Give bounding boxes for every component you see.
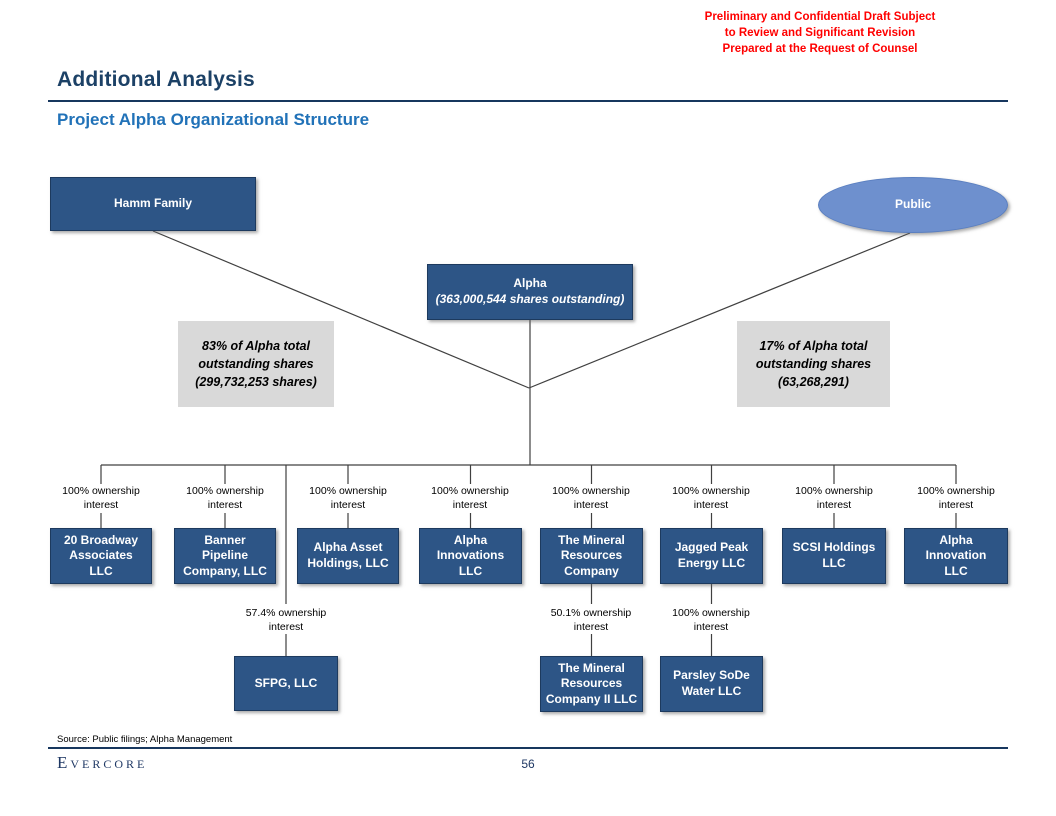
ownership-label: 100% ownership interest (917, 485, 995, 512)
ownership-label: 100% ownership interest (672, 485, 750, 512)
node-label: SCSI Holdings LLC (792, 540, 876, 570)
ownership-label: 100% ownership interest (672, 607, 750, 634)
node-label: Alpha Asset Holdings, LLC (307, 540, 389, 570)
title-divider (48, 100, 1008, 102)
ownership-label: 100% ownership interest (795, 485, 873, 512)
node-label: The Mineral Resources Company II LLC (545, 660, 638, 706)
source-note: Source: Public filings; Alpha Management (57, 734, 233, 745)
ownership-label: 100% ownership interest (186, 485, 264, 512)
node-alpha-innovation-llc: Alpha Innovation LLC (904, 528, 1008, 584)
node-label: Alpha (513, 276, 547, 291)
node-label: SFPG, LLC (254, 675, 318, 690)
node-label: Parsley SoDe Water LLC (673, 668, 750, 698)
note-hamm-ownership: 83% of Alpha total outstanding shares (2… (178, 321, 334, 407)
ownership-label: 100% ownership interest (62, 485, 140, 512)
node-banner-pipeline-company-llc: Banner Pipeline Company, LLC (174, 528, 276, 584)
note-public-ownership: 17% of Alpha total outstanding shares (6… (737, 321, 890, 407)
evercore-logo: Evercore (57, 753, 148, 772)
node-label: Banner Pipeline Company, LLC (183, 532, 267, 578)
node-alpha-asset-holdings-llc: Alpha Asset Holdings, LLC (297, 528, 399, 584)
node-public: Public (818, 177, 1008, 233)
node-jagged-peak-energy-llc: Jagged Peak Energy LLC (660, 528, 763, 584)
node-the-mineral-resources-company-ii-llc: The Mineral Resources Company II LLC (540, 656, 643, 712)
page-number: 56 (521, 757, 535, 771)
confidentiality-disclaimer: Preliminary and Confidential Draft Subje… (704, 11, 936, 55)
ownership-label: 57.4% ownership interest (245, 607, 327, 634)
node-20-broadway-associates-llc: 20 Broadway Associates LLC (50, 528, 152, 584)
node-label: Alpha Innovations LLC (436, 532, 505, 578)
node-label: 20 Broadway Associates LLC (63, 532, 139, 578)
node-label: Jagged Peak Energy LLC (674, 540, 749, 570)
node-hamm-family: Hamm Family (50, 177, 256, 231)
node-scsi-holdings-llc: SCSI Holdings LLC (782, 528, 886, 584)
node-label: Hamm Family (113, 196, 193, 211)
node-parsley-sode-water-llc: Parsley SoDe Water LLC (660, 656, 763, 712)
alpha-shares-outstanding: (363,000,544 shares outstanding) (435, 292, 625, 306)
node-label: Public (894, 197, 931, 212)
node-alpha-innovations-llc: Alpha Innovations LLC (419, 528, 522, 584)
ownership-label: 100% ownership interest (309, 485, 387, 512)
node-label: The Mineral Resources Company (558, 532, 625, 578)
node-label: Alpha Innovation LLC (925, 532, 987, 578)
ownership-label: 100% ownership interest (431, 485, 509, 512)
ownership-label: 100% ownership interest (552, 485, 630, 512)
ownership-label: 50.1% ownership interest (550, 607, 632, 634)
section-subtitle: Project Alpha Organizational Structure (57, 110, 370, 129)
footer-divider (48, 747, 1008, 749)
node-the-mineral-resources-company: The Mineral Resources Company (540, 528, 643, 584)
node-sfpg-llc: SFPG, LLC (234, 656, 338, 711)
page-title: Additional Analysis (57, 68, 255, 91)
node-alpha: Alpha (363,000,544 shares outstanding) (427, 264, 633, 320)
